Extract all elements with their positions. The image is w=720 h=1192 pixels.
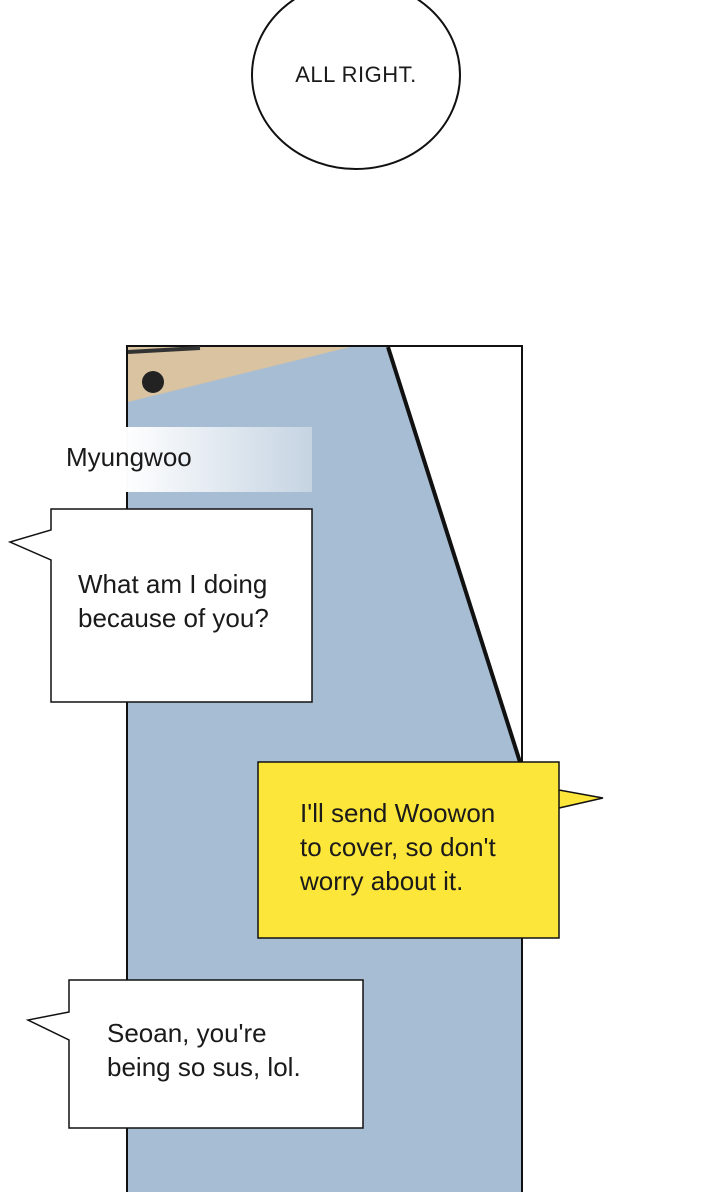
phone-top-edge [128, 347, 350, 402]
text-line: What am I doing [78, 569, 268, 599]
speech-circle [251, 0, 461, 170]
bubble-1-text: What am I doing because of you? [78, 567, 269, 635]
text-line: worry about it. [300, 866, 464, 896]
camera-icon [142, 371, 164, 393]
circle-bubble-text: ALL RIGHT. [295, 62, 417, 87]
bubble-2 [257, 761, 604, 939]
text-line: being so sus, lol. [107, 1052, 301, 1082]
bubble-3-text: Seoan, you're being so sus, lol. [107, 1016, 301, 1084]
text-line: to cover, so don't [300, 832, 496, 862]
bubble-3 [25, 979, 364, 1129]
bubble-2-text: I'll send Woowon to cover, so don't worr… [300, 796, 496, 898]
text-line: Seoan, you're [107, 1018, 267, 1048]
phone-bezel [127, 346, 201, 354]
sender-name: Myungwoo [66, 442, 192, 472]
name-tag: Myungwoo [60, 427, 312, 492]
text-line: because of you? [78, 603, 269, 633]
text-line: I'll send Woowon [300, 798, 496, 828]
phone-edge-line [386, 346, 522, 763]
bubble-1 [7, 508, 313, 703]
